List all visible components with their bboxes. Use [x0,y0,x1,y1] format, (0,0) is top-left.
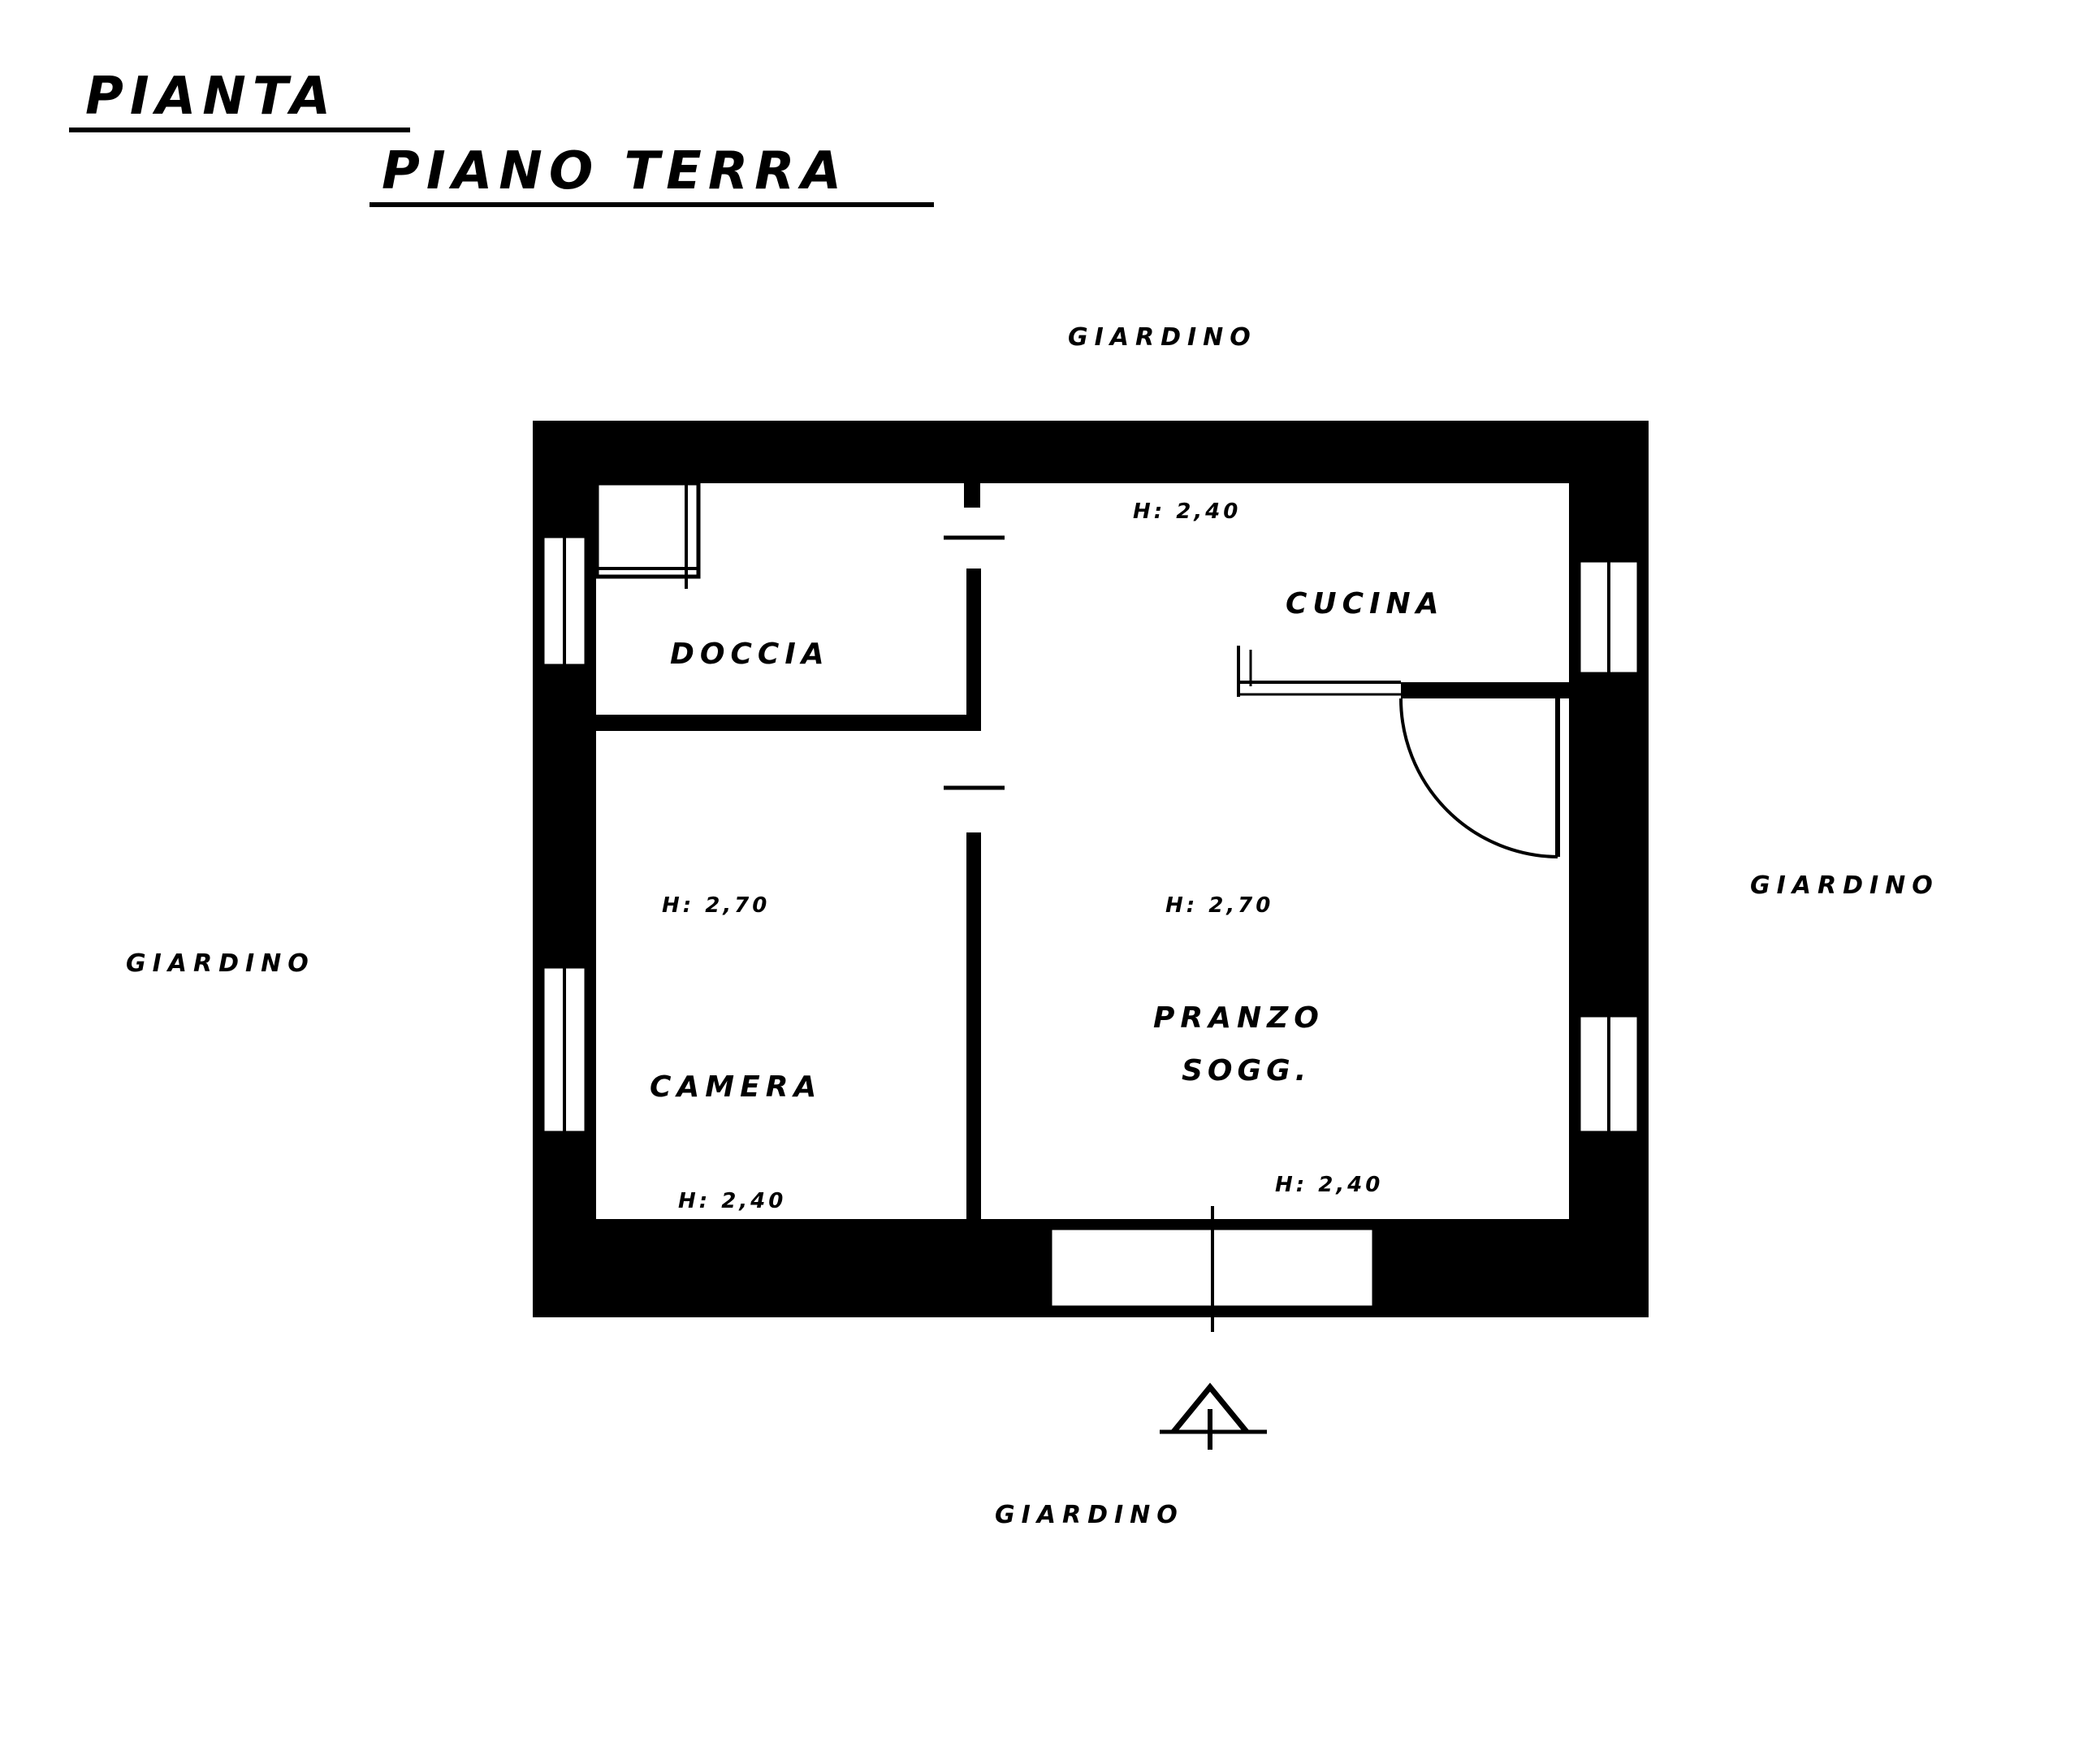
garden-label-bottom: GIARDINO [995,1501,1184,1529]
room-pranzo-sublabel: SOGG. [1182,1054,1311,1087]
room-pranzo-label: PRANZO [1153,1001,1325,1035]
north-arrow-icon [1160,1382,1267,1450]
room-camera-height-upper: H: 2,70 [662,893,770,918]
interior-partitions [586,481,1579,1230]
room-cucina-label: CUCINA [1286,587,1444,620]
garden-label-right: GIARDINO [1750,871,1939,900]
plan-title-line2: PIANO TERRA [382,141,848,201]
room-doccia-label: DOCCIA [670,638,830,671]
entrance-door [1048,1206,1377,1332]
plan-title-line1: PIANTA [85,67,337,127]
room-pranzo-height-center: H: 2,70 [1165,893,1273,918]
room-camera-height-lower: H: 2,40 [678,1189,786,1213]
shower-tray [594,481,701,579]
windows [540,534,1641,1135]
room-pranzo-height-bottom: H: 2,40 [1275,1173,1383,1197]
room-camera-label: CAMERA [650,1070,822,1104]
door-swing-kitchen [1399,698,1560,858]
room-cucina-height: H: 2,40 [1133,499,1241,524]
garden-label-left: GIARDINO [126,949,315,978]
garden-label-top: GIARDINO [1068,323,1257,352]
exterior-walls [533,421,1649,1317]
